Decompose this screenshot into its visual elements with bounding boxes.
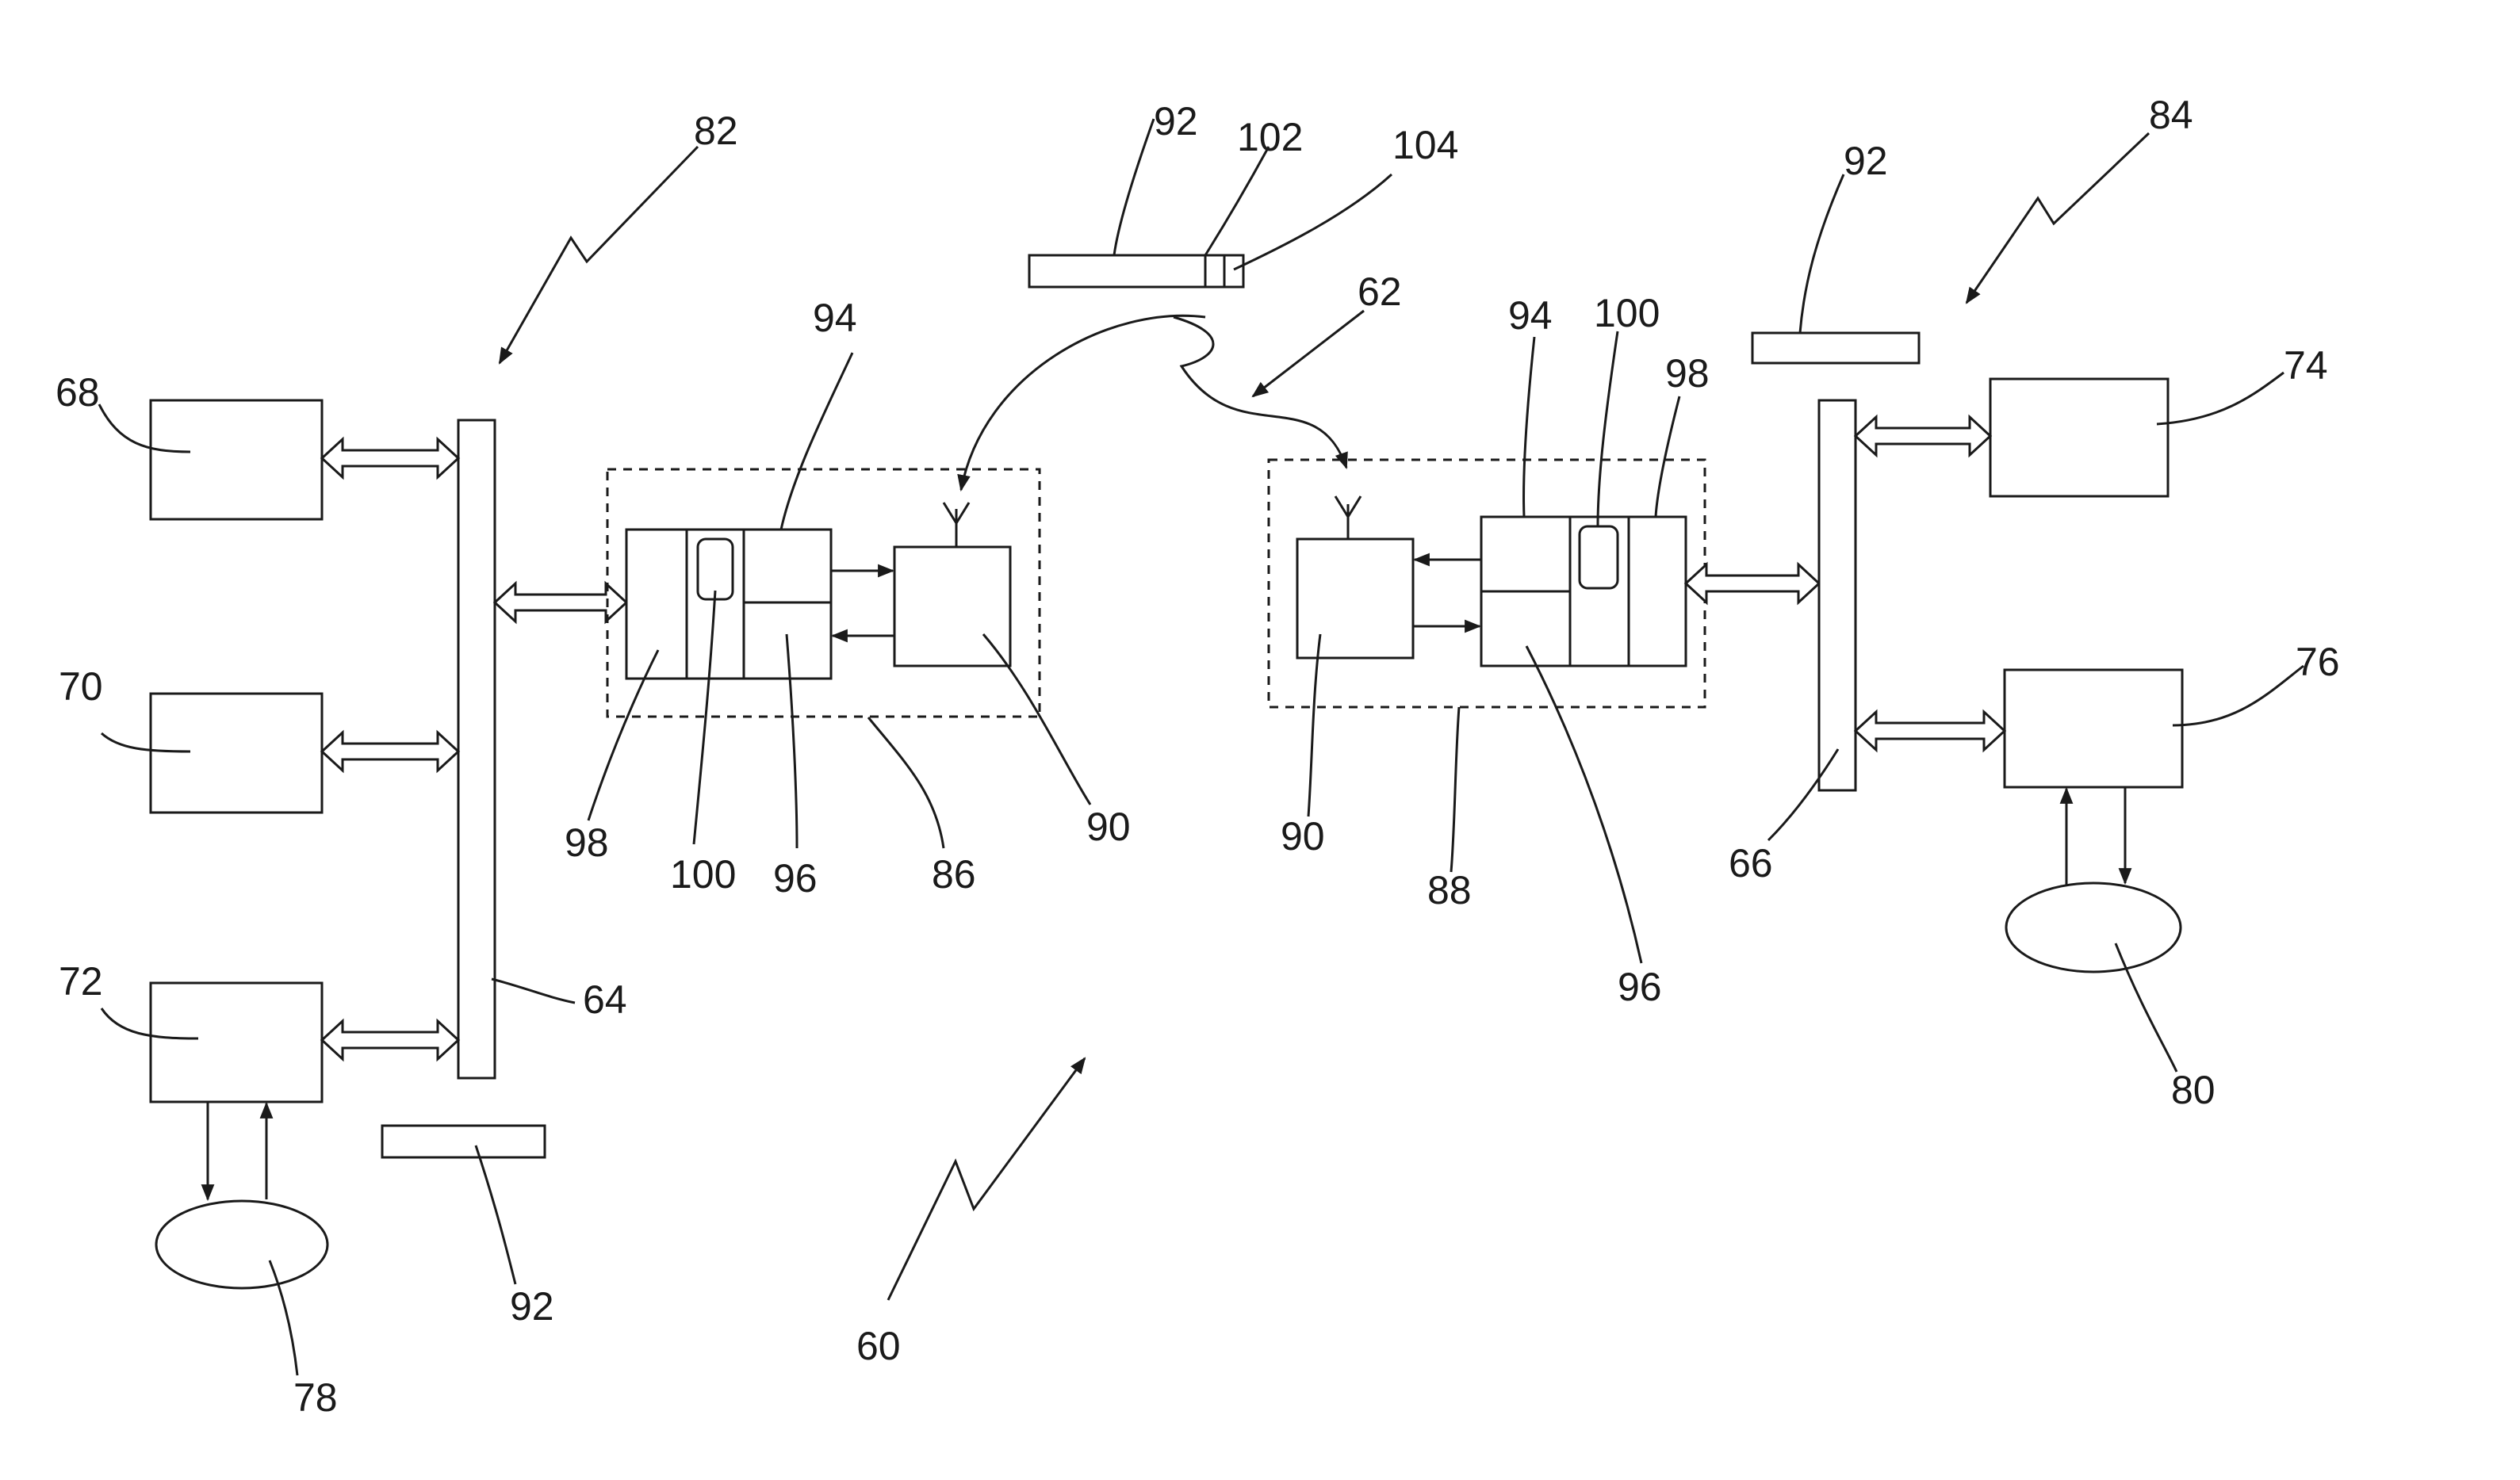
radio-90-right bbox=[1297, 539, 1413, 658]
label-62: 62 bbox=[1358, 270, 1402, 314]
label-102: 102 bbox=[1237, 115, 1303, 159]
label-100-left: 100 bbox=[670, 852, 736, 897]
chip-100-right bbox=[1580, 526, 1618, 588]
chip-100-left bbox=[698, 539, 733, 599]
label-68: 68 bbox=[56, 370, 100, 415]
device-68-box bbox=[151, 400, 322, 519]
wireless-link-curve-right bbox=[1174, 317, 1346, 468]
label-72: 72 bbox=[59, 959, 103, 1004]
label-88: 88 bbox=[1427, 868, 1472, 912]
label-96-right: 96 bbox=[1618, 965, 1662, 1009]
bus-66 bbox=[1819, 400, 1856, 790]
card-92-right bbox=[1752, 333, 1919, 363]
unit-94-left bbox=[744, 530, 831, 602]
label-82: 82 bbox=[694, 109, 738, 153]
label-70: 70 bbox=[59, 664, 103, 709]
label-104: 104 bbox=[1392, 123, 1458, 167]
card-92-bottom bbox=[382, 1126, 545, 1157]
label-98-left: 98 bbox=[565, 820, 609, 865]
label-94-left: 94 bbox=[813, 296, 857, 340]
label-84: 84 bbox=[2149, 93, 2193, 137]
wireless-link-curve-left bbox=[961, 316, 1205, 490]
double-arrow-module-right-bus bbox=[1686, 564, 1819, 602]
double-arrow-72-bus bbox=[322, 1021, 458, 1059]
label-74: 74 bbox=[2284, 343, 2328, 388]
label-90-right: 90 bbox=[1281, 814, 1325, 859]
zigzag-arrow-60 bbox=[888, 1058, 1085, 1300]
label-94-right: 94 bbox=[1508, 293, 1553, 338]
arrow-62 bbox=[1253, 311, 1364, 396]
antenna-icon bbox=[1335, 496, 1361, 539]
storage-80 bbox=[2006, 883, 2181, 972]
device-74-box bbox=[1990, 379, 2168, 496]
label-78: 78 bbox=[293, 1375, 338, 1420]
unit-98-left bbox=[626, 530, 687, 679]
label-60: 60 bbox=[856, 1324, 901, 1368]
device-72-box bbox=[151, 983, 322, 1102]
unit-98-right bbox=[1629, 517, 1686, 666]
radio-90-left bbox=[894, 547, 1010, 666]
label-86: 86 bbox=[932, 852, 976, 897]
device-76-box bbox=[2005, 670, 2182, 787]
label-80: 80 bbox=[2171, 1068, 2216, 1112]
bus-64 bbox=[458, 420, 495, 1078]
double-arrow-68-bus bbox=[322, 439, 458, 477]
double-arrow-bus-76 bbox=[1856, 712, 2005, 750]
zigzag-arrow-82 bbox=[500, 147, 698, 363]
card-92-top bbox=[1029, 255, 1243, 287]
label-66: 66 bbox=[1729, 841, 1773, 885]
double-arrow-bus-74 bbox=[1856, 417, 1990, 455]
label-96-left: 96 bbox=[773, 856, 818, 901]
zigzag-arrow-84 bbox=[1967, 133, 2149, 303]
label-100-right: 100 bbox=[1594, 291, 1660, 335]
storage-78 bbox=[156, 1201, 327, 1288]
unit-94-right bbox=[1481, 517, 1570, 591]
label-64: 64 bbox=[583, 977, 627, 1022]
label-92-bottom: 92 bbox=[510, 1284, 554, 1329]
unit-96-right bbox=[1481, 591, 1570, 666]
label-90-left: 90 bbox=[1086, 805, 1131, 849]
antenna-icon bbox=[944, 503, 969, 547]
label-98-right: 98 bbox=[1665, 351, 1710, 396]
double-arrow-70-bus bbox=[322, 732, 458, 771]
label-92-right: 92 bbox=[1844, 139, 1888, 183]
device-70-box bbox=[151, 694, 322, 813]
label-92-top: 92 bbox=[1154, 99, 1198, 143]
label-76: 76 bbox=[2296, 640, 2340, 684]
